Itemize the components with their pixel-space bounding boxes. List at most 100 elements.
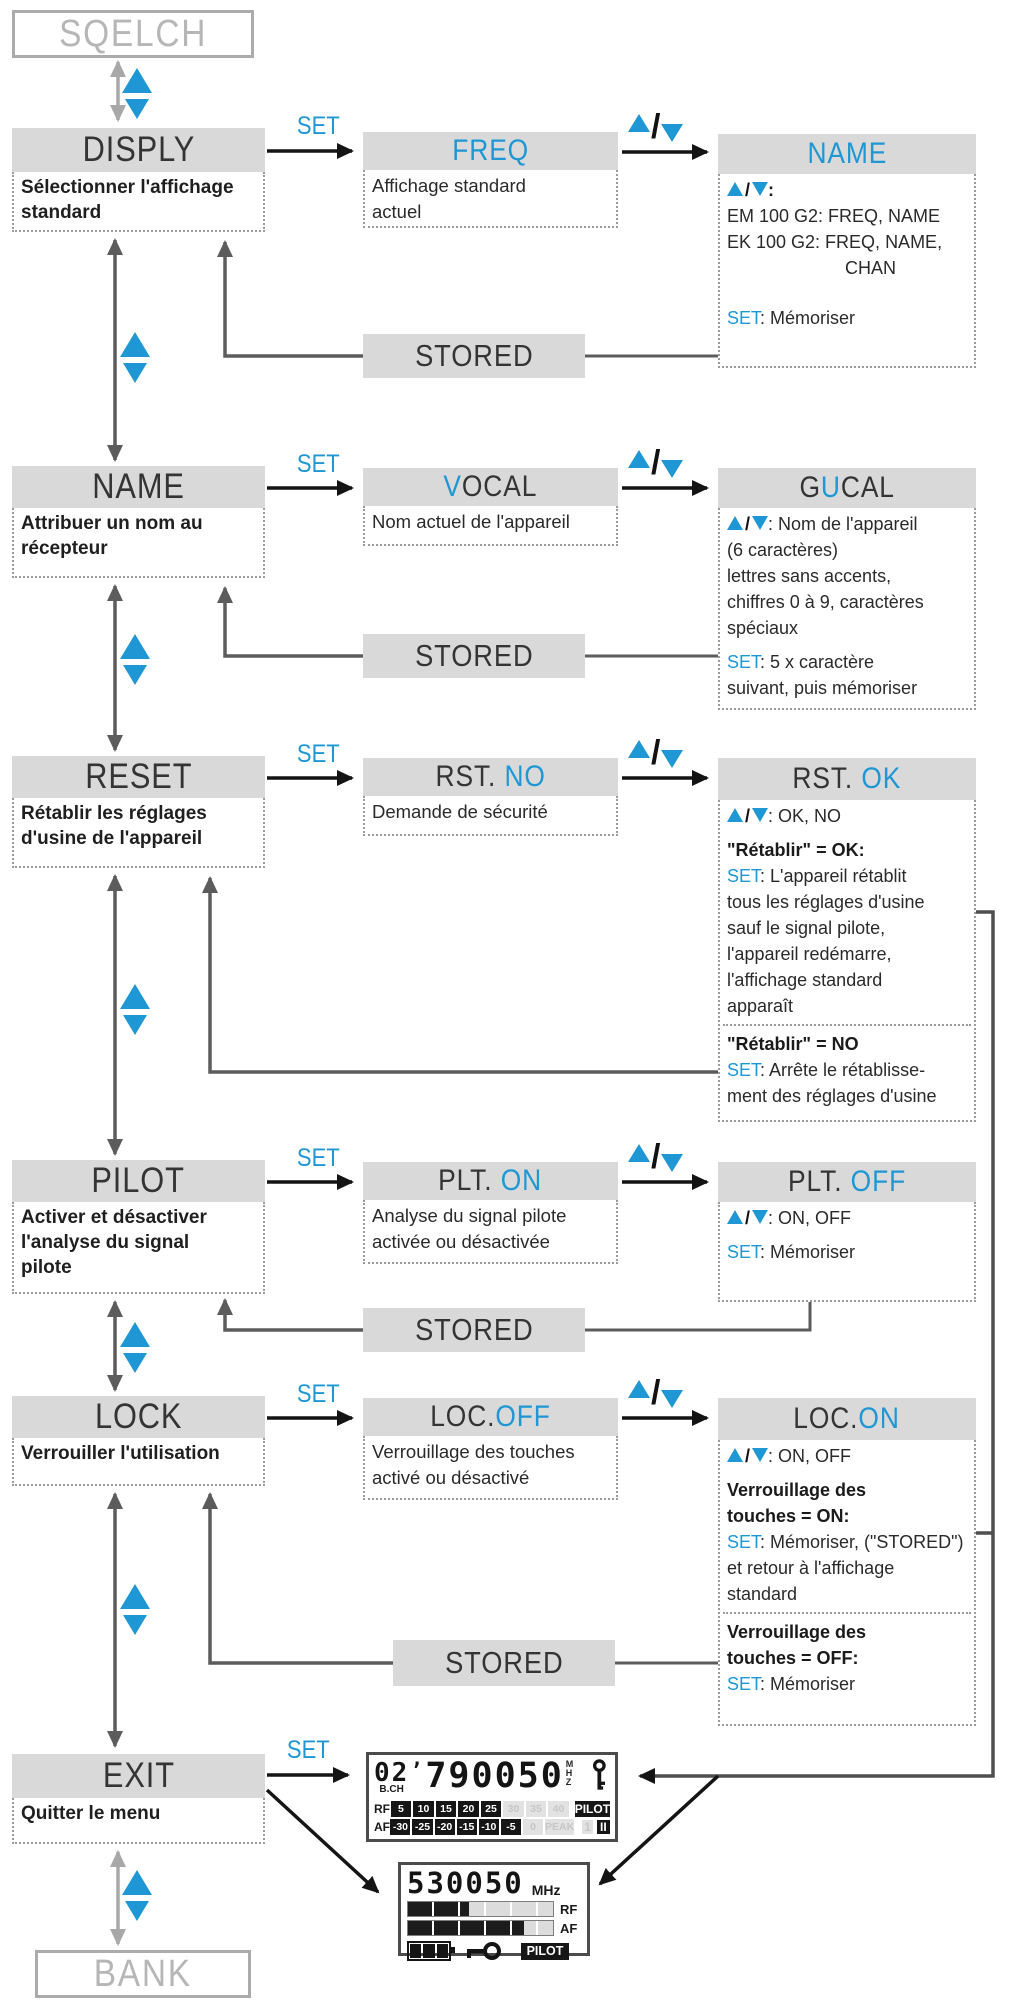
menu-item-pilot: PILOT [12, 1160, 265, 1202]
value-gucal-details: /: Nom de l'appareil (6 caractères) lett… [718, 508, 976, 710]
stored-box: STORED [363, 634, 585, 678]
bodypack-status-row: PILOT [407, 1941, 581, 1961]
pilot-badge: PILOT [521, 1942, 569, 1960]
value-box-vocal-label: VOCAL [443, 470, 538, 503]
value-box-plt-off-label: PLT. OFF [787, 1165, 907, 1198]
down-triangle-icon [123, 363, 147, 383]
rf-label: RF [374, 1802, 390, 1816]
af-segment: -30 [390, 1819, 411, 1835]
value-box-rst-ok-label: RST. OK [792, 762, 902, 795]
menu-item-disply-label: DISPLY [82, 130, 195, 169]
updown-keys-label: / [628, 736, 684, 770]
rf-segment: 15 [435, 1801, 457, 1817]
node-bank: BANK [35, 1950, 251, 1998]
stored-box: STORED [393, 1640, 615, 1686]
up-triangle-icon [122, 68, 152, 93]
up-triangle-icon [120, 984, 150, 1009]
rf-segment: 5 [390, 1801, 412, 1817]
down-triangle-icon [125, 1901, 149, 1921]
bp-rf-meter [407, 1901, 554, 1917]
down-triangle-icon [661, 750, 684, 768]
menu-item-pilot-label: PILOT [91, 1161, 186, 1200]
value-box-freq-label: FREQ [452, 134, 529, 167]
node-bank-label: BANK [93, 1952, 193, 1995]
updown-keys-label: / [628, 446, 684, 480]
value-box-name-label: NAME [807, 137, 887, 170]
value-box-loc-on: LOC.ON [718, 1398, 976, 1440]
value-loc-on-details: /: ON, OFF Verrouillage des touches = ON… [718, 1440, 976, 1726]
down-triangle-icon [752, 516, 769, 530]
bodypack-display: 530050 MHz RF AF [398, 1862, 590, 1961]
value-loc-off-description: Verrouillage des touches activé ou désac… [363, 1436, 618, 1500]
down-triangle-icon [752, 808, 769, 822]
updown-keys-label: / [628, 110, 684, 144]
rf-segment: 40 [548, 1801, 569, 1817]
menu-item-exit: EXIT [12, 1754, 265, 1798]
node-sqelch: SQELCH [12, 10, 254, 58]
stored2-return [217, 586, 363, 658]
menu-item-disply: DISPLY [12, 128, 265, 172]
down-triangle-icon [661, 1154, 684, 1172]
down-triangle-icon [661, 1390, 684, 1408]
menu-item-exit-label: EXIT [102, 1756, 175, 1795]
value-vocal-description: Nom actuel de l'appareil [363, 506, 618, 546]
value-box-rst-ok: RST. OK [718, 758, 976, 800]
set-key-label: SET [296, 740, 340, 768]
value-box-plt-on-label: PLT. ON [438, 1164, 543, 1197]
set-key-label: SET [286, 1736, 330, 1764]
rf-segment: 25 [480, 1801, 502, 1817]
af-label: AF [374, 1820, 390, 1834]
down-triangle-icon [661, 124, 684, 142]
value-box-vocal: VOCAL [363, 468, 618, 506]
updown-keys-icon [122, 1870, 152, 1921]
af-segment: -15 [456, 1819, 477, 1835]
up-triangle-icon [122, 1870, 152, 1895]
rf-meter: RF 5 10 15 20 25 30 35 40 PILOT [374, 1801, 611, 1817]
menu-item-name: NAME [12, 466, 265, 508]
frequency-value: 790050 [425, 1756, 564, 1796]
channel-value: 02 [374, 1758, 410, 1788]
rf-segment: 10 [413, 1801, 434, 1817]
updown-keys-label: / [628, 1376, 684, 1410]
af-segment: PEAK [545, 1819, 575, 1835]
node-sqelch-label: SQELCH [58, 12, 208, 55]
down-triangle-icon [661, 460, 684, 478]
up-triangle-icon [727, 516, 743, 530]
down-triangle-icon [752, 1448, 769, 1462]
section-divider [723, 1612, 971, 1614]
value-box-plt-on: PLT. ON [363, 1162, 618, 1200]
up-triangle-icon [120, 332, 150, 357]
stored-box: STORED [363, 1308, 585, 1352]
unit-mhz-label: MHz [531, 1882, 561, 1898]
af-meter: AF -30 -25 -20 -15 -10 -5 0 PEAK 1 II [374, 1819, 611, 1835]
bodypack-rf-row: RF [407, 1901, 581, 1917]
down-triangle-icon [123, 665, 147, 685]
menu-exit-description: Quitter le menu [12, 1798, 265, 1844]
value-rst-ok-details: /: OK, NO "Rétablir" = OK: SET: L'appare… [718, 800, 976, 1122]
rf-segment: 30 [503, 1801, 524, 1817]
af-segment: -10 [478, 1819, 499, 1835]
menu-item-reset: RESET [12, 756, 265, 798]
pilot-badge: PILOT [574, 1801, 611, 1817]
value-box-rst-no-label: RST. NO [435, 760, 546, 793]
value-rst-no-description: Demande de sécurité [363, 796, 618, 836]
updown-keys-icon [120, 1322, 150, 1373]
updown-keys-icon [120, 332, 150, 383]
reset-ok-to-display-line [638, 910, 995, 1784]
menu-disply-description: Sélectionner l'affichage standard [12, 172, 265, 232]
menu-pilot-description: Activer et désactiver l'analyse du signa… [12, 1202, 265, 1294]
down-triangle-icon [123, 1353, 147, 1373]
menu-item-lock-label: LOCK [94, 1397, 183, 1436]
menu-reset-description: Rétablir les réglages d'usine de l'appar… [12, 798, 265, 868]
value-box-plt-off: PLT. OFF [718, 1162, 976, 1202]
up-triangle-icon [628, 114, 650, 132]
af-segment: -5 [500, 1819, 521, 1835]
updown-keys-label: / [628, 1140, 684, 1174]
pilot-two-badge: II [596, 1820, 611, 1834]
up-triangle-icon [727, 1210, 743, 1224]
down-triangle-icon [752, 182, 769, 196]
value-box-name: NAME [718, 134, 976, 174]
up-triangle-icon [628, 450, 650, 468]
bp-af-ticks [408, 1921, 553, 1935]
